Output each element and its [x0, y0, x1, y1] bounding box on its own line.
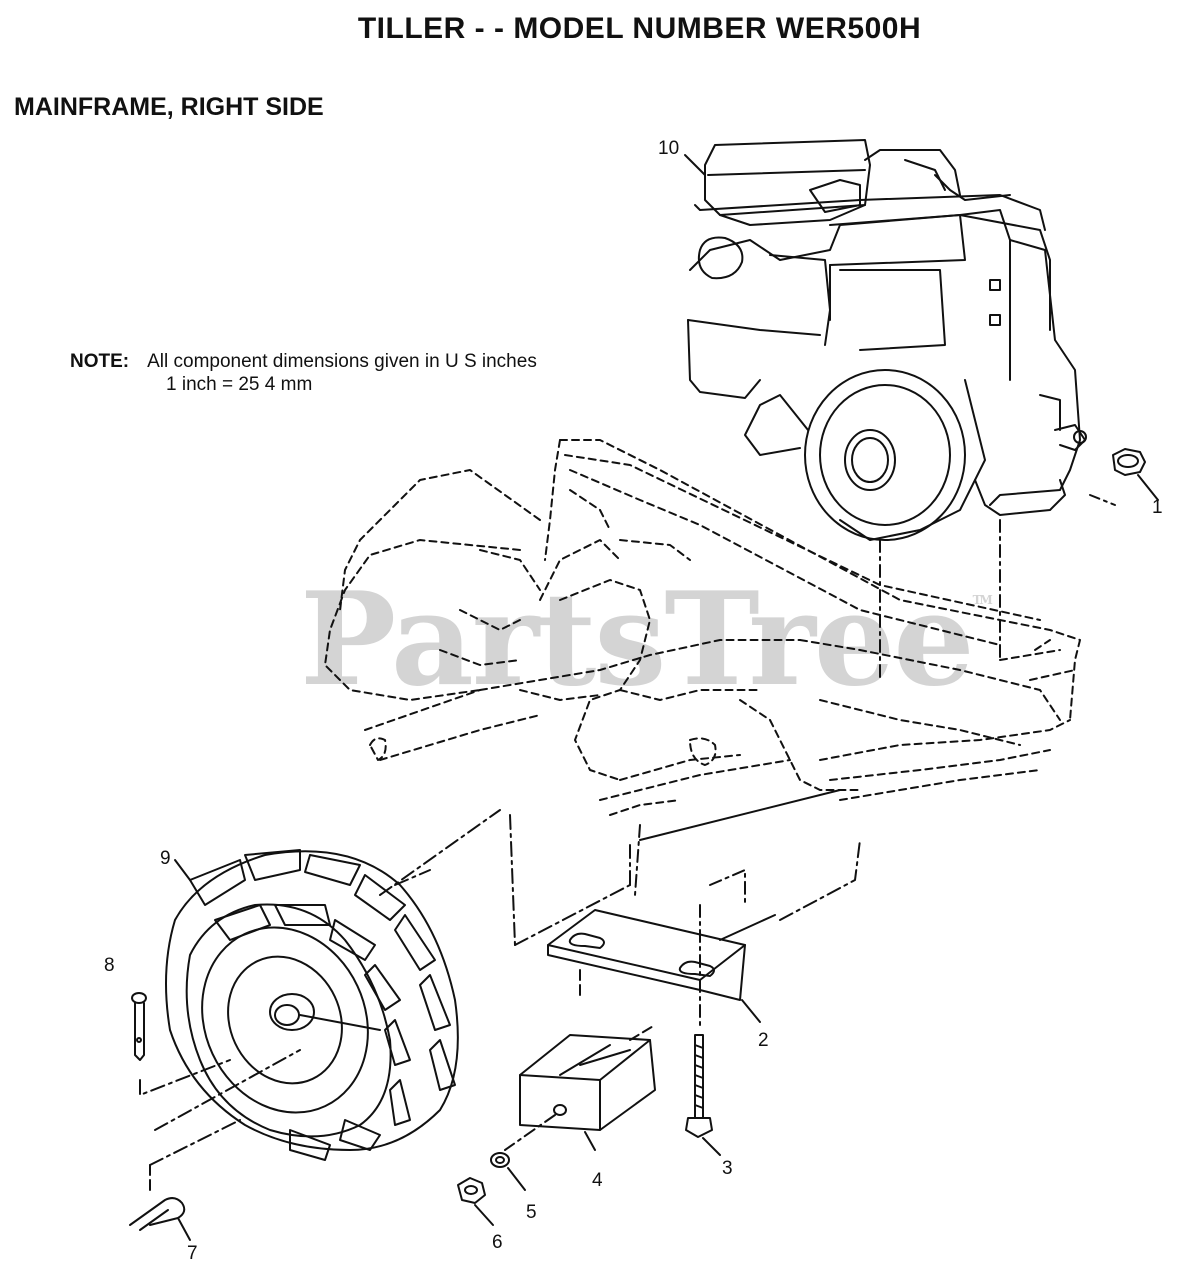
callout-2: 2: [758, 1030, 769, 1051]
nut-1-drawing: [1089, 448, 1159, 506]
watermark-mark: TM: [972, 593, 993, 607]
callout-9: 9: [160, 848, 171, 869]
callout-7: 7: [187, 1243, 198, 1264]
callout-10: 10: [658, 138, 680, 159]
frame-bottom: [639, 789, 841, 841]
note-line2: 1 inch = 25 4 mm: [166, 374, 313, 395]
axle-line: [379, 809, 501, 896]
watermark: PartsTreeTM: [300, 565, 993, 715]
bracket-guide-right: [709, 869, 746, 906]
note-label: NOTE:: [70, 351, 130, 372]
frame-guide-right: [779, 839, 861, 921]
bracket-drawing: [547, 909, 761, 1023]
hairpin-clip-drawing: [129, 1197, 191, 1241]
nut-6-drawing: [457, 1177, 494, 1226]
engine-leader: [684, 154, 706, 176]
bolt-drawing: [685, 1034, 721, 1156]
callout-4: 4: [592, 1170, 603, 1191]
callout-8: 8: [104, 955, 115, 976]
wheel-drawing: [165, 849, 459, 1161]
weight-drawing: [504, 1024, 656, 1151]
axle-line-3: [514, 884, 631, 946]
note-line1: All component dimensions given in U S in…: [147, 351, 537, 372]
callout-3: 3: [722, 1158, 733, 1179]
note: NOTE: All component dimensions given in U…: [70, 350, 537, 396]
section-title: MAINFRAME, RIGHT SIDE: [14, 93, 324, 121]
axle-line-2: [509, 814, 516, 946]
pin-drawing: [131, 992, 301, 1191]
watermark-text: PartsTree: [300, 565, 975, 715]
callout-1: 1: [1152, 497, 1163, 518]
frame-edge: [719, 914, 776, 941]
mainframe-phantom: [324, 439, 1081, 816]
washer-drawing: [490, 1152, 526, 1191]
callout-5: 5: [526, 1202, 537, 1223]
engine-drawing: [687, 139, 1087, 541]
page-title: TILLER - - MODEL NUMBER WER500H: [357, 12, 922, 45]
bracket-guide-left: [634, 824, 641, 896]
callout-6: 6: [492, 1232, 503, 1253]
